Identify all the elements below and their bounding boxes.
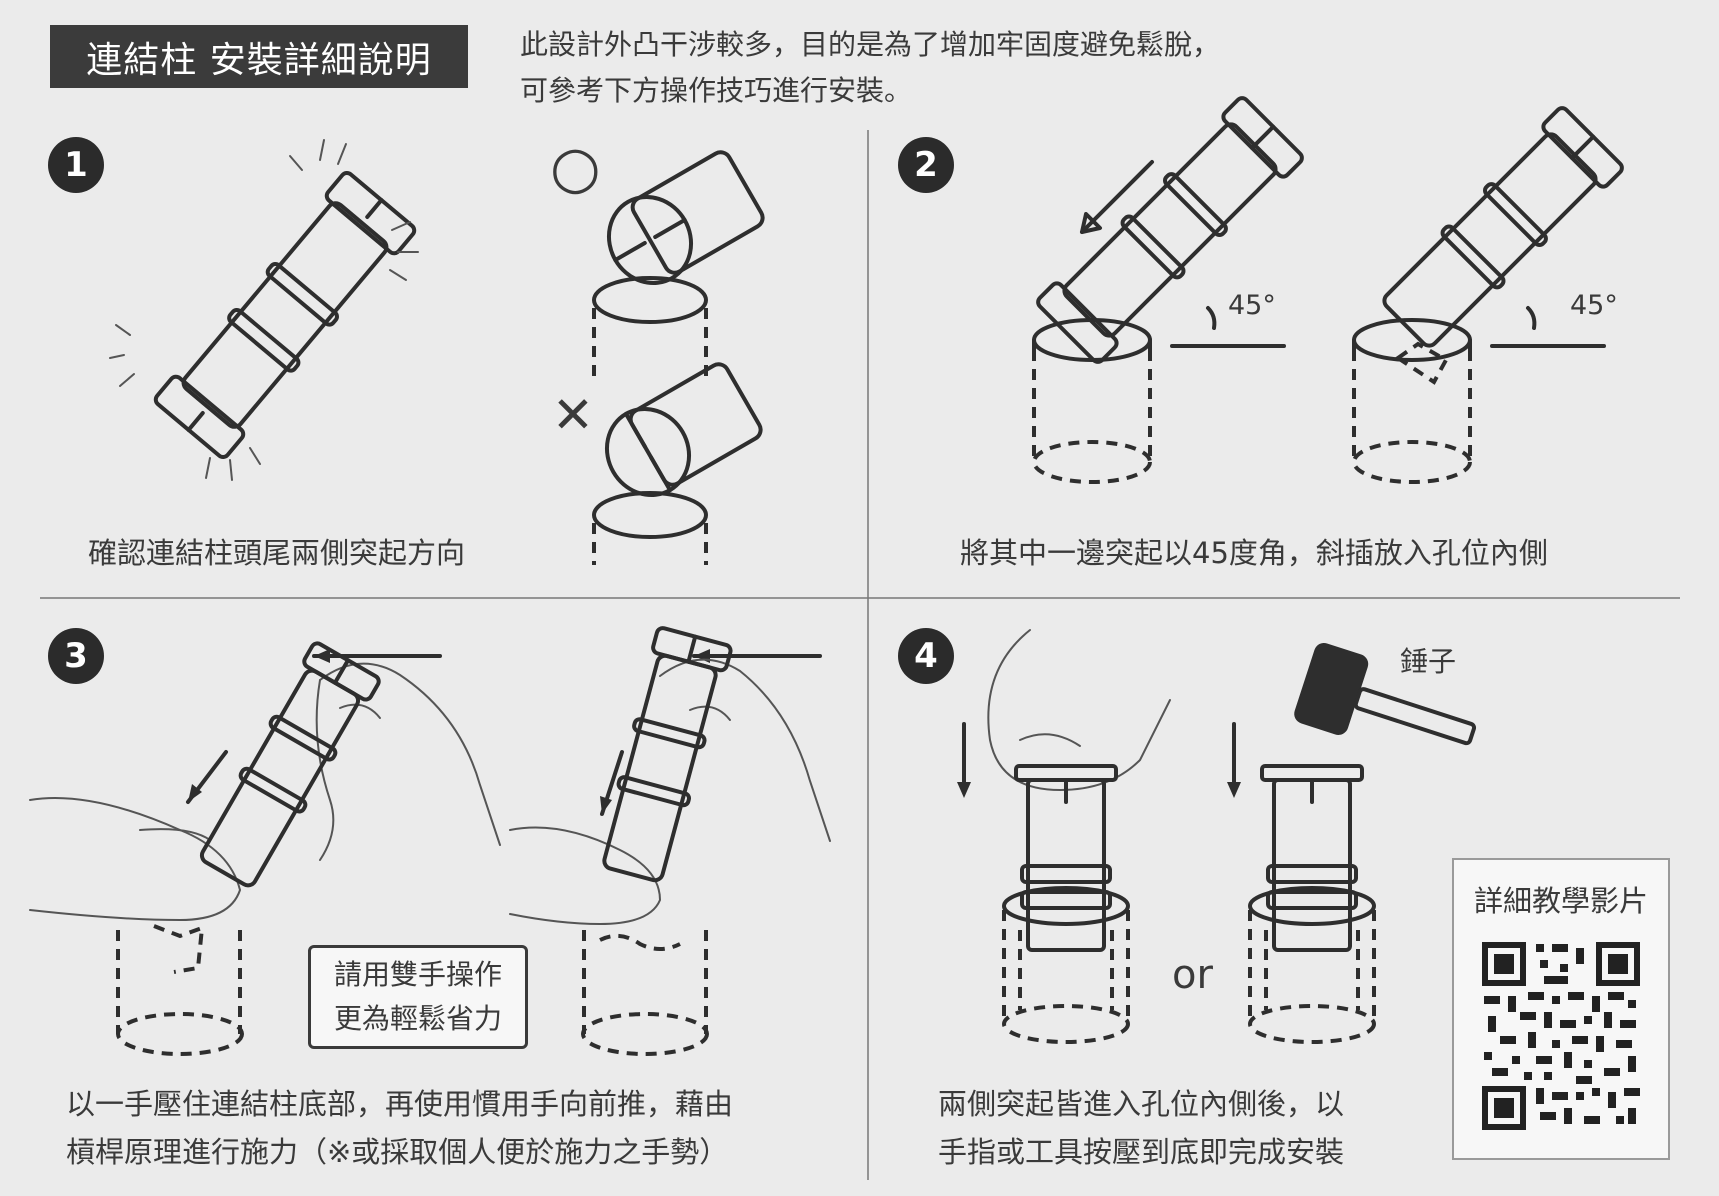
tip-line-2: 更為輕鬆省力 — [333, 1002, 502, 1035]
step-4-caption-line-2: 手指或工具按壓到底即完成安裝 — [938, 1135, 1345, 1169]
hammer-label: 錘子 — [1400, 645, 1457, 678]
step-3-hand-push-illustration-a — [29, 641, 501, 1056]
qr-title: 詳細教學影片 — [1473, 884, 1648, 918]
step-1-number: 1 — [48, 137, 104, 193]
wrong-orientation-illustration — [592, 362, 763, 565]
two-hands-tip-box: 請用雙手操作 更為輕鬆省力 — [308, 945, 528, 1049]
or-label: or — [1172, 952, 1213, 998]
step-1-caption: 確認連結柱頭尾兩側突起方向 — [88, 536, 466, 570]
step-3-hand-push-illustration-b — [509, 626, 831, 1056]
step-3-caption: 以一手壓住連結柱底部，再使用慣用手向前推，藉由 槓桿原理進行施力（※或採取個人便… — [66, 1080, 733, 1176]
intro-line-1: 此設計外凸干涉較多，目的是為了增加牢固度避免鬆脫， — [520, 28, 1221, 61]
step-2-insert-illustration-a — [1032, 96, 1304, 484]
intro-text: 此設計外凸干涉較多，目的是為了增加牢固度避免鬆脫， 可參考下方操作技巧進行安裝。 — [520, 22, 1420, 114]
step-4-caption: 兩側突起皆進入孔位內側後，以 手指或工具按壓到底即完成安裝 — [938, 1080, 1344, 1176]
step-3-caption-line-2: 槓桿原理進行施力（※或採取個人便於施力之手勢） — [66, 1135, 729, 1169]
intro-line-2: 可參考下方操作技巧進行安裝。 — [520, 74, 913, 107]
wrong-mark: ✕ — [552, 386, 594, 444]
tip-line-1: 請用雙手操作 — [333, 958, 502, 991]
step-2-number: 2 — [898, 137, 954, 193]
angle-label-b: 45° — [1570, 290, 1618, 321]
step-4-finger-press-illustration — [957, 629, 1171, 1044]
step-4-caption-line-1: 兩側突起皆進入孔位內側後，以 — [938, 1087, 1345, 1121]
correct-mark: ○ — [550, 133, 601, 201]
step-4-hammer-illustration — [1227, 642, 1477, 1044]
step-1-peg-illustration — [109, 139, 419, 481]
step-2-caption: 將其中一邊突起以45度角，斜插放入孔位內側 — [960, 536, 1548, 570]
step-2-insert-illustration-b — [1352, 106, 1624, 484]
step-4-number: 4 — [898, 628, 954, 684]
step-3-number: 3 — [48, 628, 104, 684]
angle-label-a: 45° — [1228, 290, 1276, 321]
correct-orientation-illustration — [592, 150, 765, 380]
page-title: 連結柱 安裝詳細說明 — [50, 25, 468, 88]
qr-code-icon[interactable] — [1480, 940, 1642, 1132]
step-3-caption-line-1: 以一手壓住連結柱底部，再使用慣用手向前推，藉由 — [66, 1087, 734, 1121]
tutorial-video-box: 詳細教學影片 — [1452, 858, 1670, 1160]
